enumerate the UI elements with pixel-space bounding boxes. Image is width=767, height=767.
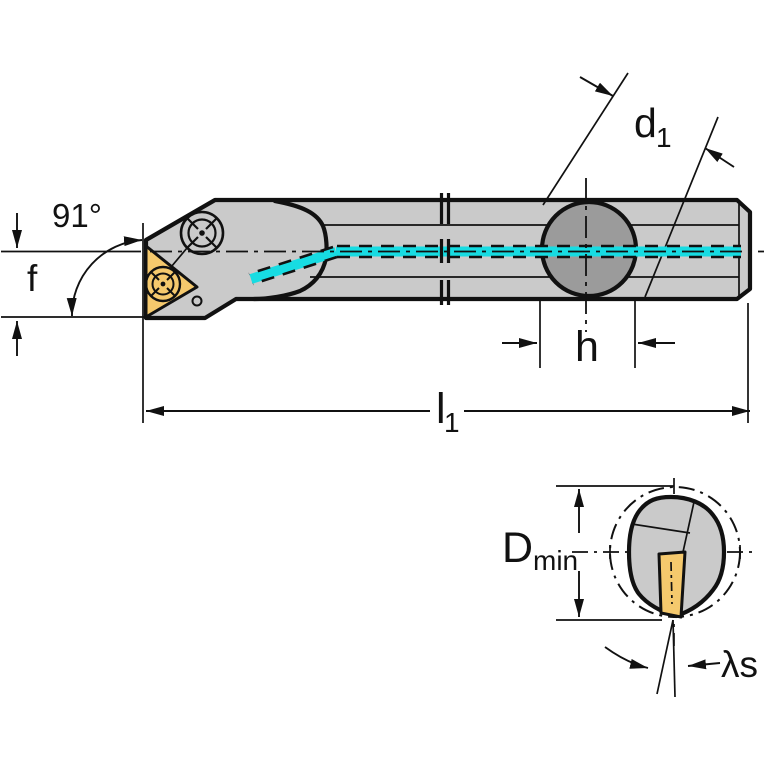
dim-d1-subscript: 1: [656, 122, 672, 153]
dim-d1-arrow-right: [704, 147, 735, 168]
lambda-s-inclined-line: [656, 619, 674, 695]
lambda-s-curved-arrow: [604, 646, 649, 669]
coolant-channel-diagonal: [249, 247, 338, 284]
insert-screw-center-dot: [160, 281, 166, 287]
lambda-s-reference-line: [672, 619, 676, 698]
clamp-screw-inner-circle: [187, 218, 217, 248]
clamp-screw-center-dot: [199, 230, 205, 236]
cross-section-pocket-line-1: [631, 523, 691, 534]
insert-corner-circle: [191, 295, 203, 307]
lambda-s-label: λs: [721, 644, 758, 685]
dim-h-label: h: [575, 323, 599, 371]
clamp-screw-torx-spokes: [186, 217, 218, 249]
insert-screw-inner-circle: [151, 272, 175, 296]
coolant-diagonal-dash-bottom: [252, 255, 338, 286]
dim-d1-leader-right: [644, 116, 719, 298]
cross-section-insert-centerline: [670, 561, 673, 605]
insert-screw-outer-circle: [144, 265, 182, 303]
dim-dmin-label: D: [502, 524, 533, 572]
dim-dmin-subscript: min: [533, 545, 578, 576]
entering-angle-arc: [66, 236, 143, 317]
entering-angle-label: 91°: [52, 197, 102, 234]
insert-screw-torx-spokes: [150, 271, 176, 297]
coolant-diagonal-dash-top: [248, 245, 334, 276]
dim-d1-leader-left: [542, 72, 629, 206]
cross-section-pocket-line-2: [682, 501, 695, 553]
dim-d1-label: d: [634, 100, 657, 146]
dim-d1-arrow-left: [579, 76, 614, 97]
clamp-screw-outer-circle: [179, 210, 225, 256]
dim-l1-subscript: 1: [444, 407, 460, 438]
dim-f-label: f: [27, 258, 38, 299]
dim-l1-label: l: [436, 385, 446, 433]
lambda-s-arrow: [687, 659, 721, 670]
